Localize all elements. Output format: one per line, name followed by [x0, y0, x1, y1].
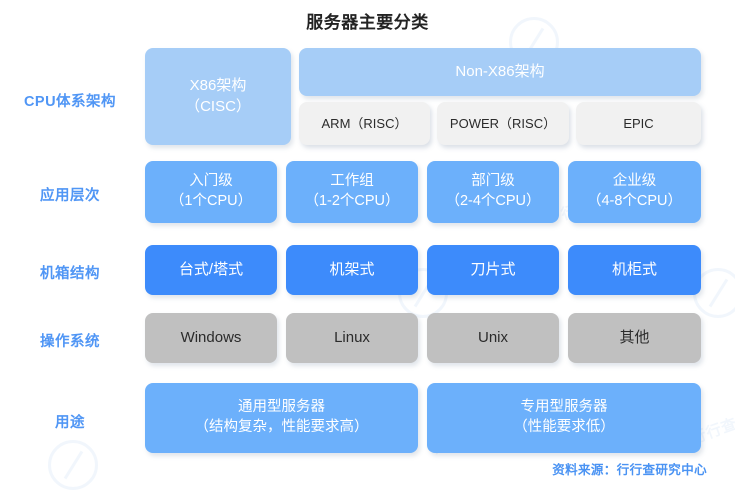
cell-line-2: （性能要求低） [513, 419, 615, 435]
cell-non-x86[interactable]: Non-X86架构 [299, 48, 701, 96]
cell-line-2: （2-4个CPU） [445, 193, 541, 209]
cell-line-1: 通用型服务器 [238, 399, 325, 416]
cell-line-1: Non-X86架构 [455, 62, 545, 80]
cell-line-1: 机架式 [329, 260, 375, 278]
cell-department-level[interactable]: 部门级 （2-4个CPU） [427, 161, 559, 223]
cell-blade[interactable]: 刀片式 [427, 245, 559, 295]
row-label-operating-system: 操作系统 [40, 334, 100, 350]
cell-workgroup[interactable]: 工作组 （1-2个CPU） [286, 161, 418, 223]
cell-line-2: （结构复杂，性能要求高） [194, 419, 369, 435]
cell-unix[interactable]: Unix [427, 313, 559, 363]
row-label-application-tier: 应用层次 [40, 188, 100, 204]
cell-desktop-tower[interactable]: 台式/塔式 [145, 245, 277, 295]
cell-line-1: 部门级 [471, 173, 515, 190]
cell-rack-mount[interactable]: 机架式 [286, 245, 418, 295]
cell-line-2: （4-8个CPU） [586, 193, 683, 209]
cell-line-1: 工作组 [330, 173, 374, 190]
row-label-cpu-architecture: CPU体系架构 [23, 94, 117, 110]
cell-enterprise-level[interactable]: 企业级 （4-8个CPU） [568, 161, 701, 223]
cell-general-purpose-server[interactable]: 通用型服务器 （结构复杂，性能要求高） [145, 383, 418, 453]
cell-line-1: 台式/塔式 [178, 260, 244, 278]
watermark-ring [48, 440, 98, 490]
cell-line-1: EPIC [623, 115, 654, 131]
cell-line-1: ARM（RISC） [321, 115, 408, 131]
cell-line-2: （1-2个CPU） [304, 193, 400, 209]
row-label-usage: 用途 [55, 415, 85, 431]
cell-line-2: （1个CPU） [169, 193, 253, 209]
row-label-chassis-structure: 机箱结构 [40, 266, 100, 282]
cell-linux[interactable]: Linux [286, 313, 418, 363]
cell-line-1: 专用型服务器 [520, 399, 608, 416]
source-note: 资料来源：行行查研究中心 [552, 463, 707, 477]
cell-line-1: Linux [334, 328, 370, 346]
cell-epic[interactable]: EPIC [576, 102, 701, 145]
cell-dedicated-server[interactable]: 专用型服务器 （性能要求低） [427, 383, 701, 453]
cell-other-os[interactable]: 其他 [568, 313, 701, 363]
cell-line-1: 入门级 [189, 173, 233, 190]
cell-line-1: 刀片式 [470, 260, 516, 278]
cell-line-1: 企业级 [612, 173, 657, 190]
cell-line-1: 其他 [619, 328, 650, 346]
page-title: 服务器主要分类 [306, 13, 429, 32]
cell-line-1: X86架构 [189, 77, 247, 95]
cell-line-1: POWER（RISC） [449, 115, 557, 131]
cell-windows[interactable]: Windows [145, 313, 277, 363]
cell-power-risc[interactable]: POWER（RISC） [437, 102, 569, 145]
cell-line-2: （CISC） [185, 97, 251, 115]
cell-line-1: Windows [180, 328, 242, 346]
cell-arm-risc[interactable]: ARM（RISC） [299, 102, 430, 145]
cell-entry-level[interactable]: 入门级 （1个CPU） [145, 161, 277, 223]
cell-line-1: Unix [477, 328, 508, 346]
cell-x86[interactable]: X86架构 （CISC） [145, 48, 291, 145]
cell-line-1: 机柜式 [611, 260, 657, 278]
cell-cabinet[interactable]: 机柜式 [568, 245, 701, 295]
